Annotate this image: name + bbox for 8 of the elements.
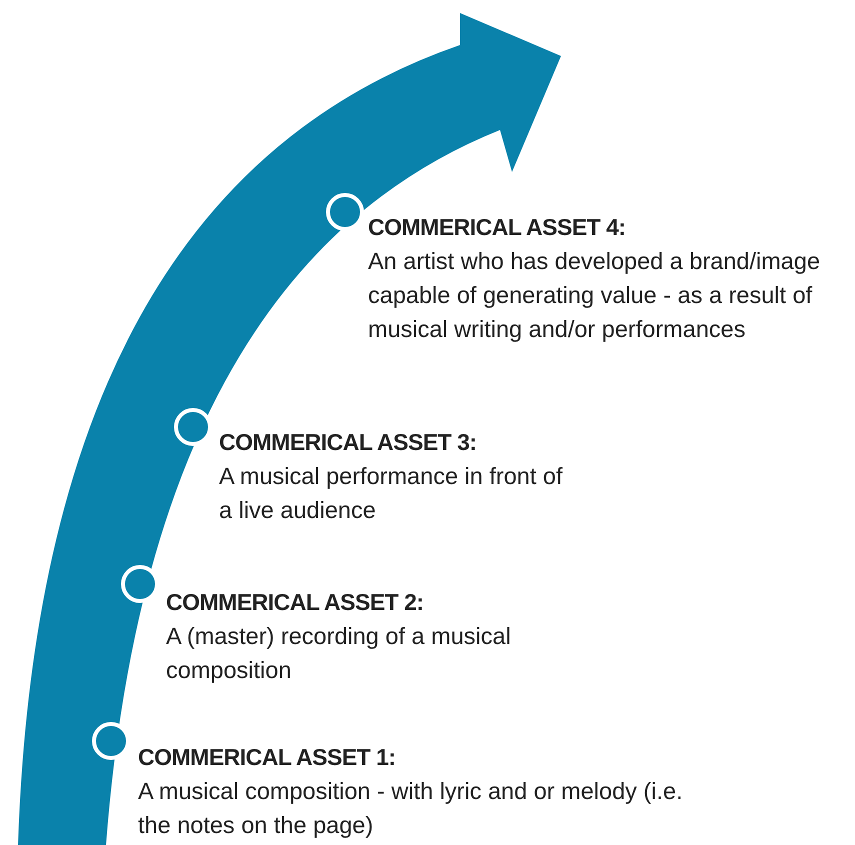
asset-heading: COMMERICAL ASSET 2: xyxy=(166,588,425,617)
asset-description: A musical performance in front of a live audience xyxy=(219,462,564,525)
asset-heading: COMMERICAL ASSET 4: xyxy=(368,213,627,242)
asset-description: An artist who has developed a brand/image capable of generating value - as a result of musical writing and/or performances xyxy=(368,247,822,344)
asset-description: A (master) recording of a musical composition xyxy=(166,622,512,685)
asset-heading: COMMERICAL ASSET 3: xyxy=(219,428,478,457)
asset-description: A musical composition - with lyric and or melody (i.e. the notes on the page) xyxy=(138,777,684,840)
asset-heading: COMMERICAL ASSET 1: xyxy=(138,743,397,772)
